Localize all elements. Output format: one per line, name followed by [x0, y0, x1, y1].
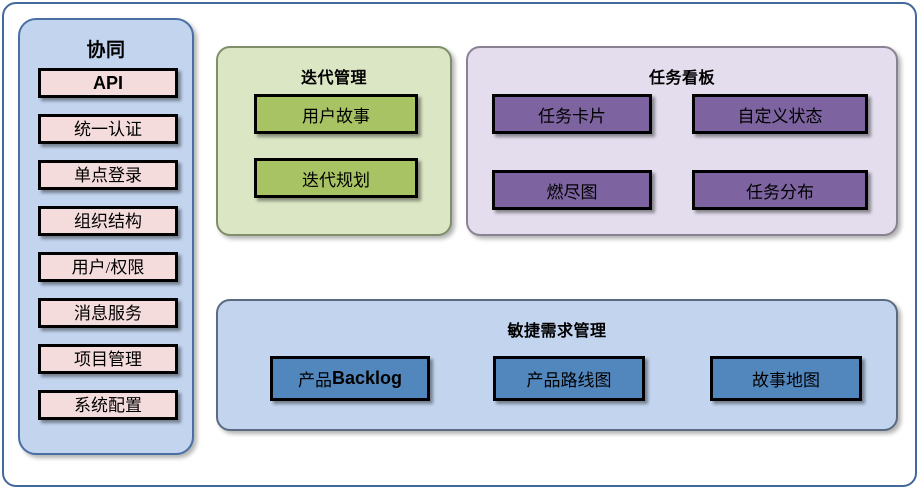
sidebar-item-unified-auth[interactable]: 统一认证 [38, 114, 178, 144]
sidebar-item-system-config[interactable]: 系统配置 [38, 390, 178, 420]
sidebar-item-api[interactable]: API [38, 68, 178, 98]
panel-iteration-management[interactable]: 迭代管理 用户故事 迭代规划 [216, 46, 452, 236]
sidebar-title: 协同 [86, 40, 126, 61]
agile-item-story-map[interactable]: 故事地图 [710, 356, 862, 401]
agile-item-product-roadmap[interactable]: 产品路线图 [493, 356, 645, 401]
taskboard-item-burndown-chart[interactable]: 燃尽图 [492, 170, 652, 210]
agile-item-product-backlog-en: Backlog [331, 368, 403, 388]
agile-panel-title: 敏捷需求管理 [507, 323, 607, 340]
iteration-item-user-story[interactable]: 用户故事 [254, 94, 418, 134]
taskboard-item-task-card[interactable]: 任务卡片 [492, 94, 652, 134]
sidebar-item-message-service[interactable]: 消息服务 [38, 298, 178, 328]
panel-task-board[interactable]: 任务看板 任务卡片 自定义状态 燃尽图 任务分布 [466, 46, 898, 236]
agile-item-product-backlog-cn: 产品 [297, 371, 332, 390]
sidebar-panel-collaboration[interactable]: 协同 API 统一认证 单点登录 组织结构 用户/权限 消息服务 项目管理 系统… [18, 18, 194, 455]
sidebar-item-user-permission[interactable]: 用户/权限 [38, 252, 178, 282]
sidebar-item-org-structure[interactable]: 组织结构 [38, 206, 178, 236]
taskboard-item-task-distribution[interactable]: 任务分布 [692, 170, 868, 210]
iteration-item-iteration-plan[interactable]: 迭代规划 [254, 158, 418, 198]
iteration-panel-title: 迭代管理 [300, 70, 367, 87]
sidebar-item-sso[interactable]: 单点登录 [38, 160, 178, 190]
taskboard-panel-title: 任务看板 [648, 70, 715, 87]
taskboard-item-custom-status[interactable]: 自定义状态 [692, 94, 868, 134]
sidebar-item-project-mgmt[interactable]: 项目管理 [38, 344, 178, 374]
